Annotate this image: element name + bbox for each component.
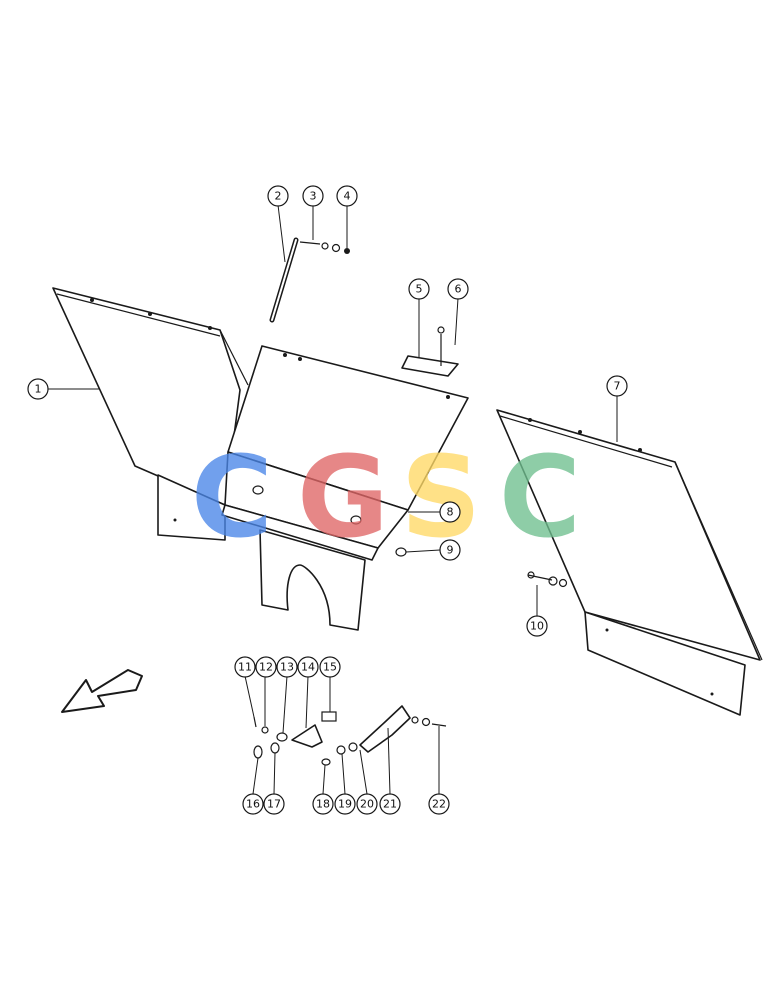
bolt-10-set bbox=[527, 571, 568, 588]
callout-18: 18 bbox=[312, 793, 334, 815]
gas-strut bbox=[269, 237, 350, 323]
watermark: C G S C bbox=[191, 433, 581, 563]
callout-16: 16 bbox=[242, 793, 264, 815]
callout-11: 11 bbox=[234, 656, 256, 678]
callout-20: 20 bbox=[356, 793, 378, 815]
callout-number: 10 bbox=[530, 620, 544, 633]
callout-6: 6 bbox=[447, 278, 469, 300]
callout-number: 15 bbox=[323, 661, 337, 674]
callout-3: 3 bbox=[302, 185, 324, 207]
callout-number: 8 bbox=[447, 506, 454, 519]
callout-10: 10 bbox=[526, 615, 548, 637]
watermark-letter: C bbox=[499, 433, 581, 563]
callout-number: 18 bbox=[316, 798, 330, 811]
callout-21: 21 bbox=[379, 793, 401, 815]
callout-19: 19 bbox=[334, 793, 356, 815]
callout-number: 4 bbox=[344, 190, 351, 203]
callout-number: 9 bbox=[447, 544, 454, 557]
callout-number: 20 bbox=[360, 798, 374, 811]
callout-4: 4 bbox=[336, 185, 358, 207]
callout-9: 9 bbox=[439, 539, 461, 561]
callout-22: 22 bbox=[428, 793, 450, 815]
callout-5: 5 bbox=[408, 278, 430, 300]
watermark-letter: G bbox=[297, 433, 389, 563]
callout-number: 5 bbox=[416, 283, 423, 296]
callout-number: 11 bbox=[238, 661, 252, 674]
right-side-panel bbox=[496, 409, 763, 716]
callout-1: 1 bbox=[27, 378, 49, 400]
left-side-panel bbox=[52, 287, 249, 541]
callout-17: 17 bbox=[263, 793, 285, 815]
callout-number: 19 bbox=[338, 798, 352, 811]
callout-number: 3 bbox=[310, 190, 317, 203]
callout-14: 14 bbox=[297, 656, 319, 678]
callout-number: 12 bbox=[259, 661, 273, 674]
callout-number: 7 bbox=[614, 380, 621, 393]
arrow-down-left-icon bbox=[61, 669, 143, 713]
callout-7: 7 bbox=[606, 375, 628, 397]
callout-number: 14 bbox=[301, 661, 315, 674]
center-hood bbox=[221, 345, 469, 631]
callout-number: 16 bbox=[246, 798, 260, 811]
callout-number: 2 bbox=[275, 190, 282, 203]
callout-number: 6 bbox=[455, 283, 462, 296]
callout-2: 2 bbox=[267, 185, 289, 207]
callout-number: 1 bbox=[35, 383, 42, 396]
callout-13: 13 bbox=[276, 656, 298, 678]
callout-number: 22 bbox=[432, 798, 446, 811]
hardware-cluster-right bbox=[321, 705, 447, 766]
callout-8: 8 bbox=[439, 501, 461, 523]
callout-15: 15 bbox=[319, 656, 341, 678]
leader-lines bbox=[48, 204, 618, 795]
callout-number: 13 bbox=[280, 661, 294, 674]
callout-12: 12 bbox=[255, 656, 277, 678]
hardware-cluster-left bbox=[253, 711, 337, 759]
watermark-letter: S bbox=[401, 433, 482, 563]
callout-number: 21 bbox=[383, 798, 397, 811]
watermark-letter: C bbox=[191, 433, 273, 563]
callout-number: 17 bbox=[267, 798, 281, 811]
hinge-bracket bbox=[401, 326, 459, 377]
